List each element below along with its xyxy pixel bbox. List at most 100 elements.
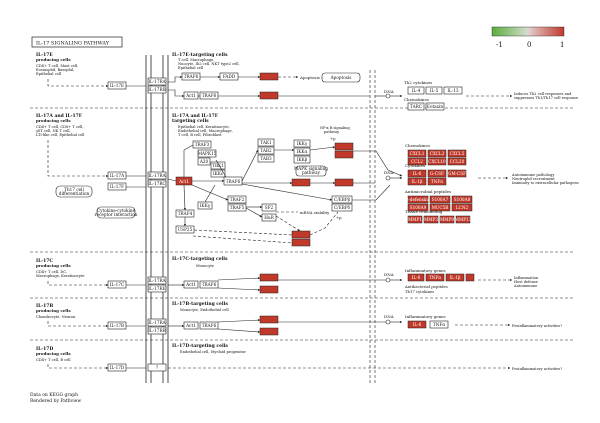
- row4-gene-node-1[interactable]: [259, 315, 279, 324]
- receptor-r3-a[interactable]: [147, 276, 167, 285]
- cytokine-receptor-link[interactable]: [96, 206, 136, 219]
- chem-gene-node[interactable]: [407, 157, 427, 166]
- apoptosis-pathway-link[interactable]: [321, 72, 361, 83]
- out1-genes: Th2 cytokines IL-4 IL-5 IL-13 Chemokines…: [404, 80, 578, 111]
- row4-traf6-node[interactable]: [199, 321, 219, 330]
- out4-gene-tnfa[interactable]: [429, 320, 449, 329]
- ikka-node[interactable]: [293, 147, 311, 156]
- ikke-node[interactable]: [210, 169, 226, 178]
- chem-gene-node[interactable]: [427, 149, 447, 158]
- receptor-r5-node[interactable]: [147, 363, 167, 372]
- out1-chem-eotaxin[interactable]: [425, 102, 445, 111]
- ap1-gene-node[interactable]: [334, 178, 354, 187]
- out4-gene-il6[interactable]: [407, 320, 427, 329]
- nfkb-note-1: NF-κ B signaling: [320, 126, 350, 130]
- amp-gene-node[interactable]: [407, 195, 429, 204]
- traf3-label: TRAF3: [195, 142, 210, 147]
- tbk1-node[interactable]: [210, 161, 226, 170]
- out3-gene-il1b[interactable]: [445, 273, 465, 282]
- cyto-gene-node[interactable]: [427, 169, 447, 178]
- th17-differentiation-link[interactable]: [55, 185, 93, 198]
- row1-apoptosis-gene-node[interactable]: [259, 72, 279, 81]
- il17d-ligand-node[interactable]: [107, 363, 127, 372]
- out1-gene-il5[interactable]: [425, 86, 443, 95]
- row1-traf6-node[interactable]: [181, 72, 201, 81]
- cyto-gene-node[interactable]: [447, 169, 467, 178]
- receptor-r4-a[interactable]: [147, 318, 167, 327]
- traf5-node[interactable]: [227, 203, 247, 212]
- row3-gene-node-2[interactable]: [259, 285, 279, 294]
- cyto-gene-node[interactable]: [407, 177, 427, 186]
- receptor-r1-a[interactable]: [147, 77, 167, 86]
- row1-traf6b-node[interactable]: [199, 91, 219, 100]
- row4-act1-label: Act1: [185, 323, 196, 328]
- tak1-node[interactable]: [257, 138, 275, 147]
- row3-dna-node: [385, 277, 391, 283]
- tissue-gene-node[interactable]: [423, 215, 439, 224]
- tissue-gene-node[interactable]: [455, 215, 471, 224]
- traf2-label: TRAF2: [230, 197, 245, 202]
- tissue-gene-node[interactable]: [439, 215, 455, 224]
- tab2-label: TAB2: [260, 148, 272, 153]
- out1-chem-tarc[interactable]: [407, 102, 425, 111]
- row1-act1-node[interactable]: [183, 91, 199, 100]
- amp-gene-node[interactable]: [429, 203, 451, 212]
- amp-gene-node[interactable]: [407, 203, 429, 212]
- receptor-r1: IL-17RA IL-17RB: [147, 77, 167, 94]
- row1-fadd-node[interactable]: [219, 72, 239, 81]
- row3-act1-node[interactable]: [183, 280, 199, 289]
- il17e-ligand-node[interactable]: [107, 81, 127, 90]
- mapk-gene-node[interactable]: [291, 178, 311, 187]
- il17f-ligand-node[interactable]: [107, 182, 127, 191]
- cebpd-node[interactable]: [331, 203, 353, 212]
- receptor-r1-b[interactable]: [147, 85, 167, 94]
- out1-gene-il4[interactable]: [407, 86, 425, 95]
- row4-gene-node-2[interactable]: [259, 327, 279, 336]
- row3-traf6-node[interactable]: [199, 280, 219, 289]
- receptor-r2-a[interactable]: [147, 171, 167, 180]
- out3-gene-il6[interactable]: [407, 273, 425, 282]
- out3-gene-extra[interactable]: [465, 273, 475, 282]
- il17a-ligand-node[interactable]: [107, 171, 127, 180]
- chem-gene-node[interactable]: [447, 149, 467, 158]
- pathway-title: IL-17 SIGNALING PATHWAY: [36, 41, 110, 47]
- row4-act1-node[interactable]: [183, 321, 199, 330]
- row1-mapk-gene-node[interactable]: [259, 91, 279, 100]
- ikkb-node[interactable]: [293, 155, 311, 164]
- out3-result2: Host defense: [514, 280, 538, 284]
- receptor-r2-b[interactable]: [147, 179, 167, 188]
- out1-gene-il13[interactable]: [443, 86, 463, 95]
- row1-act1-label: Act1: [185, 93, 196, 98]
- a20-node[interactable]: [197, 157, 211, 166]
- tab3-node[interactable]: [257, 154, 275, 163]
- amp-gene-node[interactable]: [451, 195, 473, 204]
- row3-gene-node-1[interactable]: [259, 273, 279, 282]
- t3-title: IL-17C-targeting cells: [172, 256, 228, 262]
- amp-gene-node[interactable]: [429, 195, 451, 204]
- cyto-gene-node[interactable]: [427, 177, 447, 186]
- cebp-gene-node-1[interactable]: [291, 230, 311, 239]
- il17e-target-cells: IL-17E-targeting cells T cell, Macrophag…: [172, 52, 240, 70]
- traf3-node[interactable]: [192, 140, 212, 149]
- ikkg2-node[interactable]: [293, 139, 311, 148]
- ikba-node[interactable]: [334, 142, 354, 151]
- receptor-r3-b[interactable]: [147, 284, 167, 293]
- receptor-r4-b[interactable]: [147, 326, 167, 335]
- out1-gene-il4-label: IL-4: [412, 88, 421, 93]
- nfkb-node[interactable]: [334, 150, 354, 159]
- amp-gene-node[interactable]: [451, 203, 473, 212]
- il17b-ligand-node[interactable]: [107, 321, 127, 330]
- out2-result1: Autoimmune pathology: [511, 173, 555, 177]
- mapk-pathway-link[interactable]: [295, 165, 327, 177]
- hur-node[interactable]: [261, 213, 277, 222]
- mapk15-node[interactable]: [197, 149, 217, 158]
- chem-gene-node[interactable]: [407, 149, 427, 158]
- cebp-gene-node-2[interactable]: [291, 238, 311, 247]
- cyto-gene-node[interactable]: [407, 169, 427, 178]
- il17c-ligand-node[interactable]: [107, 280, 127, 289]
- chem-gene-node[interactable]: [447, 157, 467, 166]
- tissue-gene-node[interactable]: [407, 215, 423, 224]
- chem-gene-node[interactable]: [427, 157, 447, 166]
- out3-gene-tnfa[interactable]: [425, 273, 445, 282]
